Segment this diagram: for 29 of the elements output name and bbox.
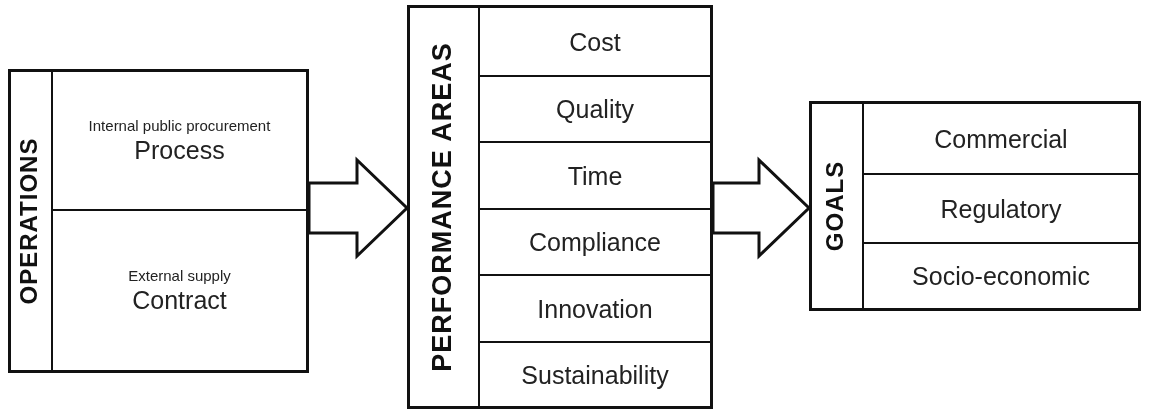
table-row [478, 75, 710, 141]
table-row [51, 209, 306, 370]
row-label: Commercial [934, 123, 1068, 154]
row-caption: External supply [128, 266, 231, 285]
table-row [862, 173, 1138, 242]
table-frame [407, 5, 713, 409]
table-row [478, 208, 710, 274]
vertical-heading: GOALS [821, 160, 849, 252]
row-label: Regulatory [940, 193, 1062, 224]
table-row [862, 242, 1138, 308]
block-arrow [711, 156, 812, 260]
table-row [478, 274, 710, 341]
row-label: Sustainability [521, 359, 669, 390]
row-label: Time [567, 160, 623, 191]
row-label: Contract [132, 285, 227, 315]
table-frame [809, 101, 1141, 311]
vertical-heading: PERFORMANCE AREAS [426, 42, 458, 372]
row-label: Cost [569, 26, 621, 57]
table-frame [8, 69, 309, 373]
table-row [478, 341, 710, 406]
vertical-heading: OPERATIONS [15, 137, 43, 305]
row-label: Quality [556, 94, 634, 124]
row-label: Innovation [537, 293, 653, 324]
row-label: Compliance [529, 227, 661, 257]
row-label: Socio-economic [912, 261, 1090, 291]
row-label: Process [134, 135, 225, 165]
block-arrow [307, 156, 410, 260]
row-caption: Internal public procurement [88, 116, 271, 135]
table-row [478, 141, 710, 208]
